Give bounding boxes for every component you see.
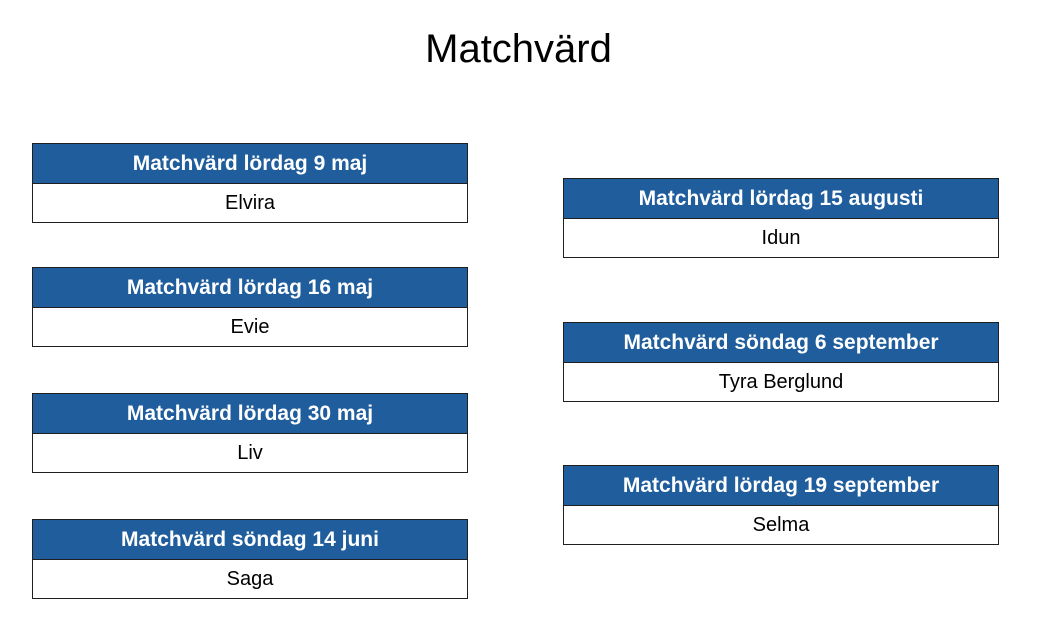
- host-card-name: Tyra Berglund: [718, 371, 844, 393]
- host-card-name: Saga: [226, 568, 274, 590]
- host-card: Matchvärd lördag 19 september Selma: [563, 465, 999, 545]
- host-card: Matchvärd lördag 16 maj Evie: [32, 267, 468, 347]
- page-title: Matchvärd: [425, 27, 612, 71]
- host-card-name: Idun: [761, 227, 801, 249]
- host-card-date-heading: Matchvärd lördag 9 maj: [33, 144, 467, 184]
- host-card-name: Selma: [752, 514, 810, 536]
- host-card-date-heading: Matchvärd söndag 6 september: [564, 323, 998, 363]
- host-card-date-heading: Matchvärd lördag 19 september: [564, 466, 998, 506]
- host-card-name: Evie: [230, 316, 270, 338]
- host-card: Matchvärd lördag 9 maj Elvira: [32, 143, 468, 223]
- host-card-name: Elvira: [224, 192, 275, 214]
- host-card-name: Liv: [237, 442, 263, 464]
- host-card-date-heading: Matchvärd lördag 16 maj: [33, 268, 467, 308]
- host-card: Matchvärd lördag 15 augusti Idun: [563, 178, 999, 258]
- host-card: Matchvärd söndag 6 september Tyra Berglu…: [563, 322, 999, 402]
- host-card: Matchvärd lördag 30 maj Liv: [32, 393, 468, 473]
- host-card-date-heading: Matchvärd lördag 30 maj: [33, 394, 467, 434]
- host-card-date-heading: Matchvärd söndag 14 juni: [33, 520, 467, 560]
- host-card: Matchvärd söndag 14 juni Saga: [32, 519, 468, 599]
- host-card-date-heading: Matchvärd lördag 15 augusti: [564, 179, 998, 219]
